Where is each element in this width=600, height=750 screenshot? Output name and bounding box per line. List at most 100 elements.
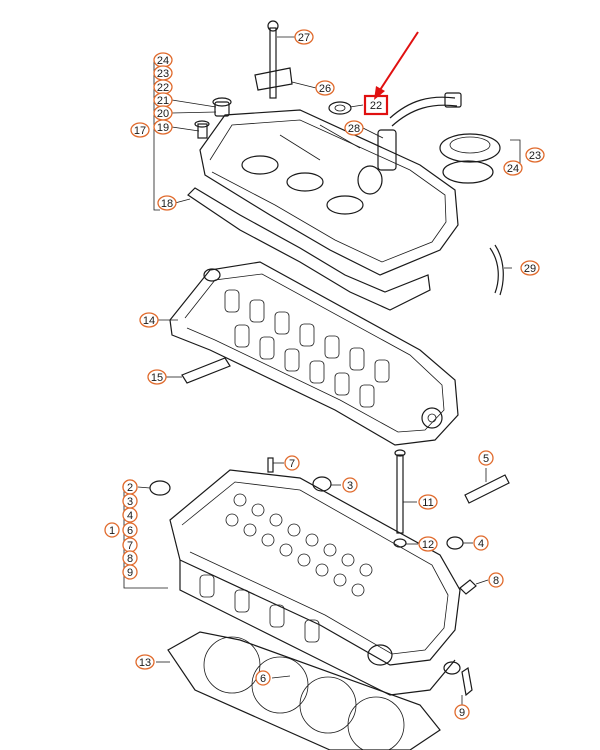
callout-label: 28 bbox=[348, 123, 360, 135]
part-3-plug bbox=[312, 476, 332, 492]
callout-label: 22 bbox=[370, 100, 382, 112]
callout-24a: 24 bbox=[153, 52, 173, 68]
callout-bubble bbox=[255, 670, 271, 686]
callout-8a: 8 bbox=[122, 550, 138, 566]
callout-19: 19 bbox=[153, 119, 173, 135]
callout-bubble bbox=[342, 477, 358, 493]
part-4-plug bbox=[446, 536, 464, 550]
callout-bubble bbox=[153, 119, 173, 135]
callout-21: 21 bbox=[153, 92, 173, 108]
callout-bubbles: 2726242322212019171822282324291415572346… bbox=[104, 29, 545, 720]
callout-11: 11 bbox=[418, 494, 438, 510]
callout-label: 6 bbox=[260, 673, 266, 685]
callout-label: 6 bbox=[127, 525, 133, 537]
part-11-bolt bbox=[396, 454, 404, 534]
callout-7b: 7 bbox=[122, 537, 138, 553]
callout-label: 13 bbox=[139, 657, 151, 669]
callout-label: 5 bbox=[483, 453, 489, 465]
part-5-sleeve bbox=[464, 474, 510, 504]
callout-29: 29 bbox=[520, 260, 540, 276]
callout-14: 14 bbox=[139, 312, 159, 328]
callout-label: 15 bbox=[151, 372, 163, 384]
callout-label: 17 bbox=[134, 125, 146, 137]
callout-bubble bbox=[418, 536, 438, 552]
callout-13: 13 bbox=[135, 654, 155, 670]
callout-label: 2 bbox=[127, 482, 133, 494]
callout-bubble bbox=[488, 572, 504, 588]
callout-28: 28 bbox=[344, 120, 364, 136]
callout-label: 8 bbox=[127, 553, 133, 565]
callout-6b: 6 bbox=[255, 670, 271, 686]
callout-label: 22 bbox=[157, 82, 169, 94]
callout-bubble bbox=[478, 450, 494, 466]
callout-label: 18 bbox=[161, 198, 173, 210]
callout-label: 9 bbox=[459, 707, 465, 719]
callout-17: 17 bbox=[130, 122, 150, 138]
cylinder-head bbox=[169, 469, 461, 696]
callout-2b: 2 bbox=[122, 479, 138, 495]
callout-label: 9 bbox=[127, 567, 133, 579]
part-7-pin bbox=[267, 457, 274, 473]
callout-label: 4 bbox=[127, 510, 133, 522]
camshaft-lobes bbox=[224, 289, 390, 408]
part-9-seal bbox=[443, 661, 461, 675]
callout-bubble bbox=[315, 80, 335, 96]
callout-9b: 9 bbox=[454, 704, 470, 720]
callout-3b: 3 bbox=[122, 493, 138, 509]
callout-label: 7 bbox=[289, 458, 295, 470]
callout-23b: 23 bbox=[525, 147, 545, 163]
callout-label: 29 bbox=[524, 263, 536, 275]
callout-23a: 23 bbox=[153, 65, 173, 81]
callout-label: 14 bbox=[143, 315, 155, 327]
callout-label: 1 bbox=[109, 525, 115, 537]
part-8-spring bbox=[459, 579, 477, 595]
callout-15: 15 bbox=[147, 369, 167, 385]
callout-24b: 24 bbox=[503, 160, 523, 176]
callout-label: 3 bbox=[347, 480, 353, 492]
callout-label: 7 bbox=[127, 540, 133, 552]
callout-18: 18 bbox=[157, 195, 177, 211]
part-15 bbox=[181, 357, 231, 384]
callout-5: 5 bbox=[478, 450, 494, 466]
highlight-arrow bbox=[374, 31, 419, 100]
leader-lines bbox=[123, 36, 521, 705]
callout-bubble bbox=[122, 522, 138, 538]
part-2-plug bbox=[149, 480, 171, 496]
callout-26: 26 bbox=[315, 80, 335, 96]
callout-label: 8 bbox=[493, 575, 499, 587]
valve-cover-gasket bbox=[187, 187, 431, 311]
callout-bubble bbox=[104, 522, 120, 538]
callout-bubble bbox=[344, 120, 364, 136]
callout-label: 21 bbox=[157, 95, 169, 107]
callout-bubble bbox=[130, 122, 150, 138]
callout-bubble bbox=[157, 195, 177, 211]
callout-4a: 4 bbox=[122, 507, 138, 523]
callout-1: 1 bbox=[104, 522, 120, 538]
callout-27: 27 bbox=[294, 29, 314, 45]
callout-label: 12 bbox=[422, 539, 434, 551]
callout-label: 3 bbox=[127, 496, 133, 508]
camshaft-housing bbox=[169, 261, 459, 446]
callout-22b: 22 bbox=[363, 94, 389, 116]
callout-8b: 8 bbox=[488, 572, 504, 588]
callout-label: 4 bbox=[478, 538, 484, 550]
part-12-washer bbox=[393, 538, 407, 548]
callout-label: 11 bbox=[422, 497, 433, 509]
callout-label: 27 bbox=[298, 32, 310, 44]
callout-label: 23 bbox=[157, 68, 169, 80]
callout-label: 23 bbox=[529, 150, 541, 162]
callout-12: 12 bbox=[418, 536, 438, 552]
callout-bubble bbox=[418, 494, 438, 510]
callout-bubble bbox=[525, 147, 545, 163]
head-gasket bbox=[167, 631, 441, 750]
valve-holes bbox=[225, 493, 373, 597]
callout-9a: 9 bbox=[122, 564, 138, 580]
callout-bubble bbox=[284, 455, 300, 471]
callout-bubble bbox=[473, 535, 489, 551]
callout-bubble bbox=[122, 564, 138, 580]
callout-6a: 6 bbox=[122, 522, 138, 538]
callout-bubble bbox=[503, 160, 523, 176]
callout-label: 20 bbox=[157, 108, 169, 120]
